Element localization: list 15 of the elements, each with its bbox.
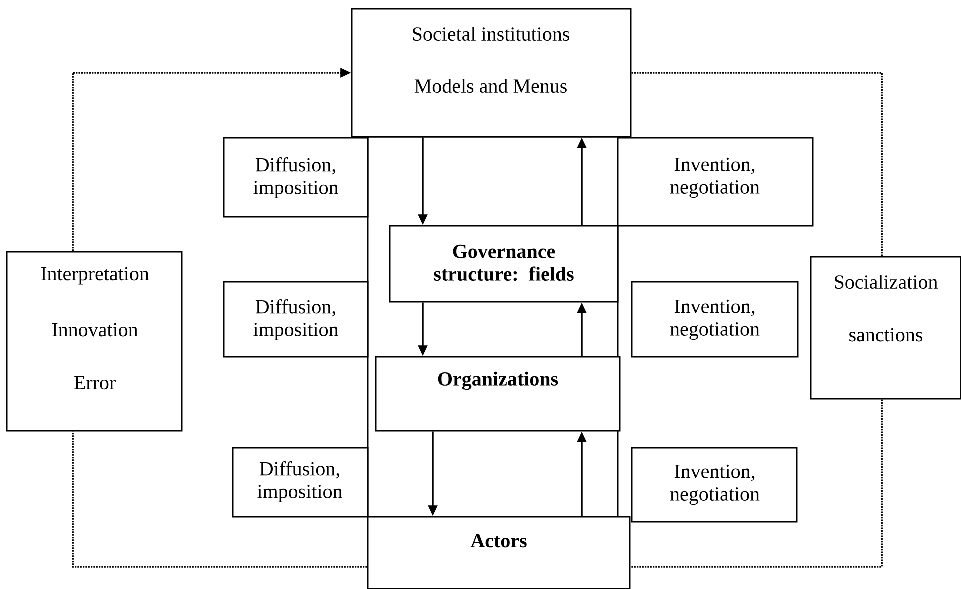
- process-box: Socialization sanctions: [810, 256, 961, 400]
- process-box: Interpretation Innovation Error: [6, 251, 183, 432]
- process-box: Diffusion, imposition: [223, 281, 369, 358]
- connector-line: [630, 400, 883, 568]
- connector-line: [72, 432, 368, 568]
- process-box: Invention, negotiation: [631, 447, 798, 523]
- level-box: Governance structure: fields: [389, 225, 619, 303]
- connector-line: [632, 72, 883, 256]
- level-box: Organizations: [375, 356, 621, 432]
- level-box: Actors: [367, 516, 631, 589]
- process-box: Diffusion, imposition: [223, 137, 369, 218]
- process-box: Invention, negotiation: [617, 137, 814, 227]
- institutions-box: Societal institutions Models and Menus: [351, 8, 632, 138]
- process-box: Invention, negotiation: [631, 281, 799, 358]
- process-box: Diffusion, imposition: [232, 447, 369, 518]
